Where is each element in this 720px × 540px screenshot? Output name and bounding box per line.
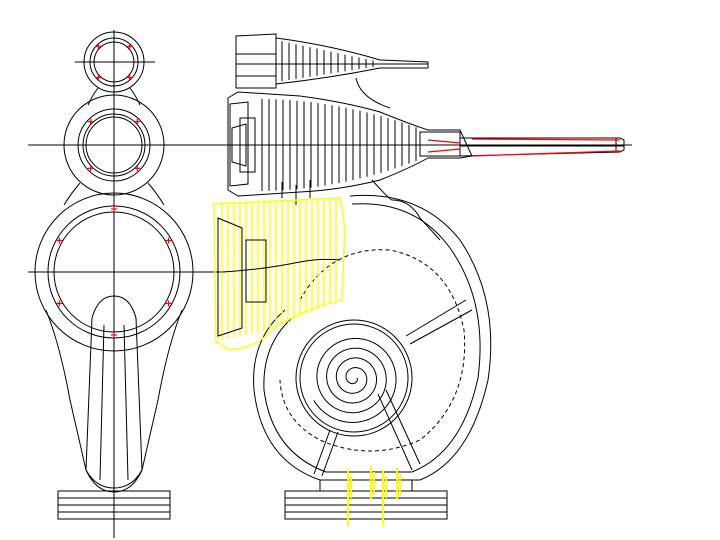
- volute-spoke-upper-b: [409, 309, 473, 345]
- volute-spoke-lower-left-b: [321, 431, 339, 477]
- upper-cone-assembly: [235, 33, 429, 89]
- upper-cone-hatch: [281, 41, 374, 82]
- main-cone-assembly: [227, 91, 473, 197]
- volute-spiral: [313, 338, 397, 423]
- highlighted-section-details: [217, 217, 341, 337]
- front-view-leg-web-left: [99, 324, 105, 481]
- front-view-middle-ring: [63, 94, 165, 196]
- front-view-bolt-marks: [56, 43, 172, 338]
- volute-spoke-lower-left: [313, 429, 331, 475]
- highlighted-section-outline: [213, 197, 346, 351]
- bottom-yellow-marks: [347, 466, 401, 526]
- front-view-lower-neck: [63, 182, 165, 206]
- main-cone-hatch: [261, 99, 417, 191]
- front-view-leg-web-right: [123, 324, 129, 481]
- side-view-base-plate: [284, 480, 448, 520]
- volute-casing: [253, 194, 492, 481]
- front-view-leg-outline: [45, 309, 183, 493]
- spindle-red-edges: [427, 138, 621, 157]
- volute-dashed-path: [279, 249, 466, 452]
- hub-outer-circle: [295, 319, 413, 437]
- front-view-leg-inner: [85, 295, 143, 489]
- volute-spoke-upper: [405, 299, 467, 337]
- front-view-base-plate: [57, 490, 171, 520]
- volute-spoke-lower-right: [377, 393, 413, 471]
- cone-support-neck: [281, 180, 311, 198]
- cone-support-bracket: [355, 77, 441, 241]
- side-view: [220, 33, 632, 520]
- front-view-top-ring: [83, 31, 145, 93]
- volute-spoke-lower-right-b: [385, 389, 421, 465]
- front-view-upper-neck: [87, 87, 141, 106]
- hub-inner-circle: [299, 323, 409, 433]
